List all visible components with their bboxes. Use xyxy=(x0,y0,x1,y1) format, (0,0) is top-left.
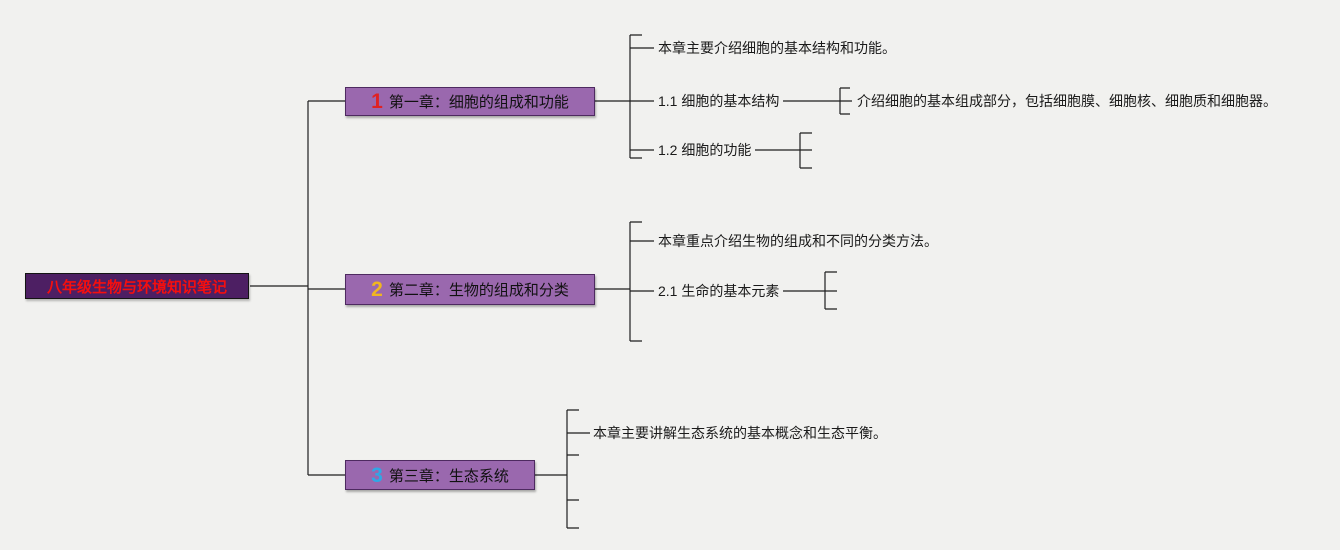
chapter-1-label: 第一章：细胞的组成和功能 xyxy=(388,94,569,111)
node-1-1-detail[interactable]: 介绍细胞的基本组成部分，包括细胞膜、细胞核、细胞质和细胞器。 xyxy=(857,93,1277,109)
ch1-branch-line xyxy=(595,34,654,159)
node-1-2-branch-line xyxy=(755,132,812,169)
chapter-3-label: 第三章：生态系统 xyxy=(388,467,509,485)
chapter-3-number-badge: 3 xyxy=(371,463,383,487)
chapter-node-2[interactable]: 2 第二章：生物的组成和分类 xyxy=(345,274,595,305)
chapter-2-number-badge: 2 xyxy=(371,278,383,301)
node-ch3-summary[interactable]: 本章主要讲解生态系统的基本概念和生态平衡。 xyxy=(593,425,887,441)
ch2-branch-line xyxy=(595,221,654,342)
root-node[interactable]: 八年级生物与环境知识笔记 xyxy=(25,273,249,299)
chapter-2-label: 第二章：生物的组成和分类 xyxy=(388,282,569,299)
node-ch2-summary[interactable]: 本章重点介绍生物的组成和不同的分类方法。 xyxy=(658,233,938,249)
node-2-1[interactable]: 2.1 生命的基本元素 xyxy=(658,283,780,299)
node-1-1[interactable]: 1.1 细胞的基本结构 xyxy=(658,93,780,109)
root-branch-line xyxy=(250,100,345,476)
node-1-2[interactable]: 1.2 细胞的功能 xyxy=(658,142,752,158)
node-2-1-branch-line xyxy=(783,271,837,310)
chapter-node-1[interactable]: 1 第一章：细胞的组成和功能 xyxy=(345,87,595,116)
node-1-1-branch-line xyxy=(783,87,852,115)
ch3-branch-line xyxy=(535,409,590,529)
chapter-1-number-badge: 1 xyxy=(371,90,383,113)
chapter-node-3[interactable]: 3 第三章：生态系统 xyxy=(345,460,535,490)
node-ch1-summary[interactable]: 本章主要介绍细胞的基本结构和功能。 xyxy=(658,40,896,56)
